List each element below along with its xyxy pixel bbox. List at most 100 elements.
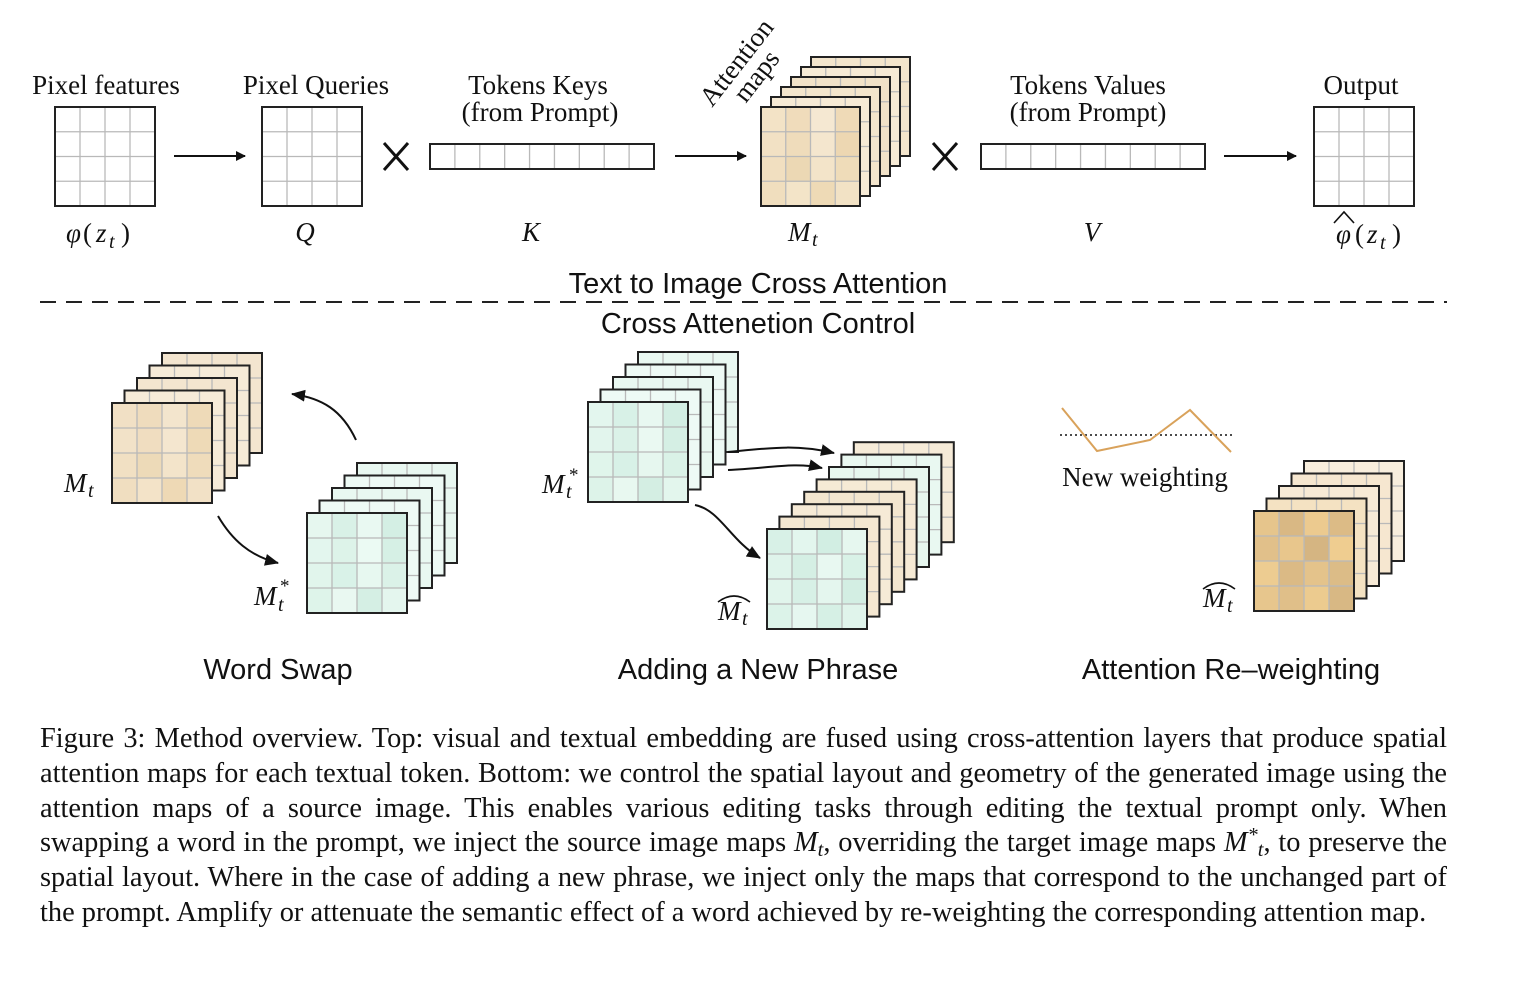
values-bar-border: [980, 143, 1206, 170]
grid-cell: [357, 513, 382, 538]
grid-cell: [785, 181, 811, 206]
grid-cell: [1304, 586, 1329, 611]
grid-cell: [613, 427, 638, 452]
grid-cell: [588, 477, 613, 502]
attn-front-border: [760, 106, 861, 207]
paren-close: ): [121, 218, 130, 248]
caption-star-sup: *: [1247, 824, 1258, 847]
phi-symbol: φ: [66, 218, 81, 248]
figure-caption: Figure 3: Method overview. Top: visual a…: [40, 722, 1447, 931]
phi-hat-zt-label: φ ( z t ): [1333, 210, 1401, 254]
caption-t-sub: t: [1257, 839, 1264, 862]
tokens-keys-bar: [429, 143, 655, 170]
reweight-mt-hat-label: M t: [1202, 582, 1236, 617]
grid-cell: [663, 452, 688, 477]
caption-t-sub: t: [817, 839, 824, 862]
grid-cell: [817, 554, 842, 579]
add-phrase-arrow-2: [727, 459, 823, 472]
grid-cell: [1279, 536, 1304, 561]
grid-cell: [162, 453, 187, 478]
paren-open: (: [1355, 219, 1364, 249]
output-grid: [1313, 106, 1415, 207]
phi-symbol: φ: [1336, 219, 1351, 249]
grid-cell: [1279, 561, 1304, 586]
grid-cell: [835, 131, 860, 157]
query-grid: [261, 106, 363, 207]
grid-cell: [613, 402, 638, 427]
grid-cell: [307, 513, 332, 538]
word-swap-caption: Word Swap: [203, 654, 352, 686]
grid-cell: [332, 538, 357, 563]
grid-cell: [785, 107, 811, 132]
word-swap-mt-star-label: M t *: [253, 576, 290, 616]
tokens-keys-sublabel: (from Prompt): [462, 97, 619, 127]
grid-cell: [588, 402, 613, 427]
m-symbol: M: [63, 468, 88, 498]
grid-cell: [638, 427, 663, 452]
grid-cell: [613, 452, 638, 477]
t-subscript: t: [1227, 595, 1233, 617]
output-grid-border: [1313, 106, 1415, 207]
m-symbol: M: [253, 581, 278, 611]
grid-cell: [332, 563, 357, 588]
grid-cell: [842, 554, 867, 579]
phi-zt-label: φ ( z t ): [66, 218, 130, 253]
k-symbol: K: [521, 217, 542, 247]
star-superscript: *: [569, 465, 579, 486]
ws-src-front: [111, 402, 213, 504]
caption-part-1: Figure 3: Method overview. Top: visual a…: [40, 723, 1447, 859]
tokens-values-sublabel: (from Prompt): [1010, 97, 1167, 127]
grid-cell: [112, 403, 137, 428]
new-weighting-label: New weighting: [1062, 462, 1228, 492]
t-subscript: t: [566, 481, 572, 503]
z-symbol: z: [95, 218, 107, 248]
values-bar: [980, 143, 1206, 170]
add-phrase-mt-star-label: M t *: [541, 465, 579, 503]
grid-cell: [588, 452, 613, 477]
z-symbol: z: [1366, 219, 1378, 249]
grid-cell: [842, 604, 867, 629]
paren-close: ): [1392, 219, 1401, 249]
grid-cell: [332, 588, 357, 613]
t-subscript: t: [278, 594, 284, 616]
reweighting-caption: Attention Re–weighting: [1082, 654, 1380, 686]
grid-cell: [357, 563, 382, 588]
grid-cell: [638, 402, 663, 427]
output-label: Output: [1323, 70, 1399, 100]
keys-bar-border: [429, 143, 655, 170]
pixel-features-label: Pixel features: [32, 70, 180, 100]
grid-cell: [382, 538, 407, 563]
grid-cell: [137, 478, 162, 503]
tokens-values-label: Tokens Values: [1010, 70, 1166, 100]
grid-cell: [307, 588, 332, 613]
grid-cell: [767, 604, 792, 629]
grid-cell: [1254, 511, 1279, 536]
m-symbol: M: [787, 217, 812, 247]
grid-cell: [162, 403, 187, 428]
grid-cell: [112, 428, 137, 453]
word-swap-arrow-down: [217, 515, 279, 566]
word-swap-source-stack: [111, 352, 263, 504]
grid-cell: [1329, 561, 1354, 586]
grid-cell: [638, 477, 663, 502]
grid-cell: [382, 588, 407, 613]
pixel-queries-grid: [261, 106, 363, 207]
grid-cell: [382, 513, 407, 538]
keys-bar: [429, 143, 655, 170]
grid-cell: [1279, 586, 1304, 611]
caption-m: M: [1223, 827, 1248, 859]
grid-cell: [332, 513, 357, 538]
word-swap-mt-label: M t: [63, 468, 94, 502]
grid-cell: [842, 579, 867, 604]
grid-cell: [835, 156, 860, 182]
t-subscript: t: [109, 231, 115, 253]
grid-cell: [767, 554, 792, 579]
ap-src-front: [587, 401, 689, 503]
grid-cell: [810, 107, 836, 132]
grid-cell: [785, 156, 811, 182]
grid-cell: [187, 478, 212, 503]
reweighted-stack: [1253, 460, 1405, 612]
grid-cell: [835, 181, 860, 206]
grid-cell: [810, 156, 836, 182]
grid-cell: [1329, 536, 1354, 561]
